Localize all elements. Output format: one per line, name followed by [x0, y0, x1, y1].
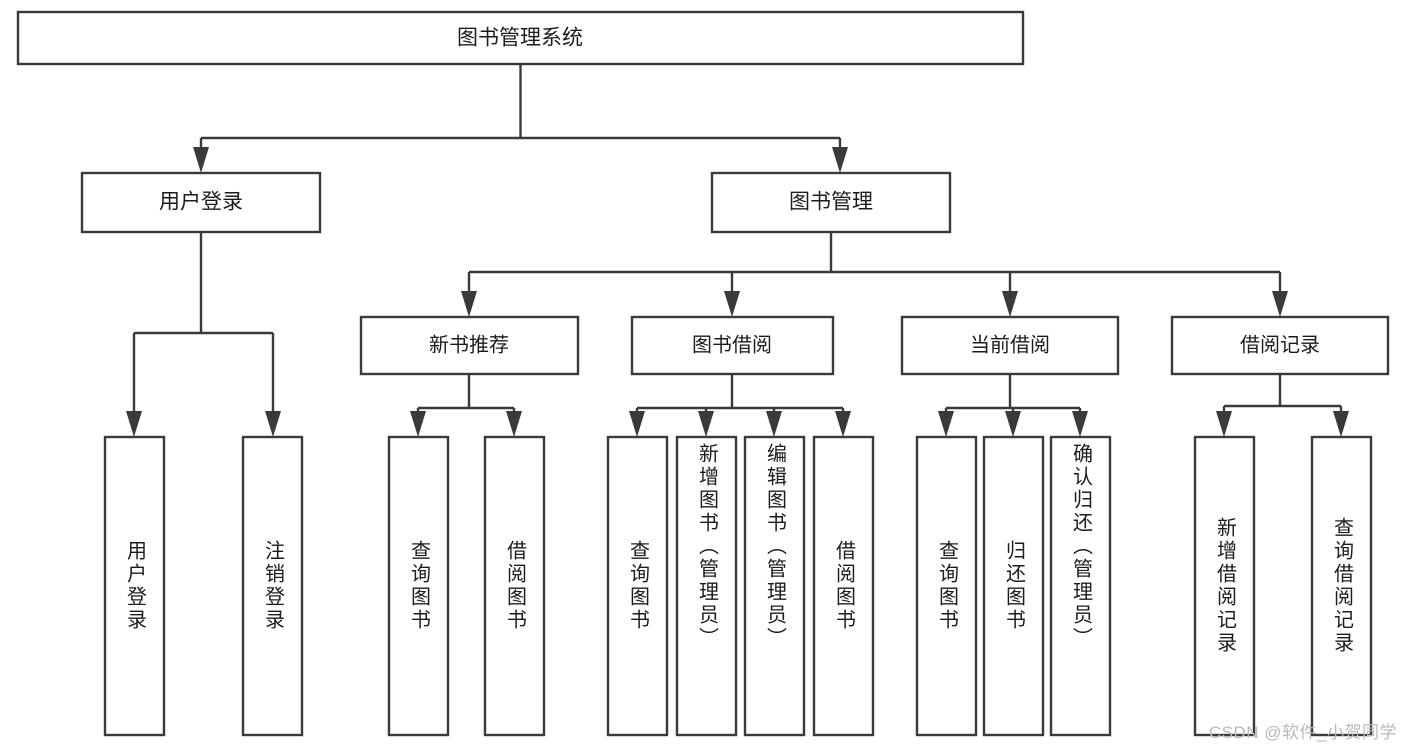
leaf-box-query-book-2[interactable]: [606, 435, 669, 737]
watermark-text: CSDN @软件_小贺同学: [1208, 723, 1397, 742]
connector-bookmanage-to-level3: [461, 232, 1288, 317]
connector-newbook-to-leaves: [410, 374, 522, 437]
node-root[interactable]: 图书管理系统: [16, 10, 1025, 66]
node-current-borrow-label: 当前借阅: [970, 333, 1050, 356]
leaf-box-edit-book[interactable]: [743, 435, 806, 737]
node-book-manage[interactable]: 图书管理: [710, 171, 952, 234]
node-new-book-recommend[interactable]: 新书推荐: [359, 315, 580, 376]
connector-userlogin-to-leaves: [126, 232, 281, 437]
node-borrow-record-label: 借阅记录: [1240, 333, 1320, 356]
leaf-box-add-borrow-record[interactable]: [1193, 435, 1256, 737]
leaf-box-borrow-book-1[interactable]: [483, 435, 546, 737]
leaf-box-borrow-book-2[interactable]: [812, 435, 875, 737]
node-user-login[interactable]: 用户登录: [80, 171, 322, 234]
node-book-borrow-label: 图书借阅: [692, 333, 772, 356]
node-current-borrow[interactable]: 当前借阅: [900, 315, 1120, 376]
leaf-box-add-book[interactable]: [675, 435, 738, 737]
connector-borrowrecord-to-leaves: [1216, 374, 1349, 437]
leaf-box-confirm-return[interactable]: [1049, 435, 1112, 737]
connector-bookborrow-to-leaves: [629, 374, 851, 437]
leaf-box-query-book-3[interactable]: [915, 435, 978, 737]
leaf-box-user-login[interactable]: [103, 435, 166, 737]
connector-root-to-level2: [193, 64, 848, 173]
leaf-box-logout[interactable]: [241, 435, 304, 737]
leaf-box-return-book[interactable]: [982, 435, 1045, 737]
node-book-borrow[interactable]: 图书借阅: [630, 315, 835, 376]
node-user-login-label: 用户登录: [159, 191, 243, 214]
leaf-box-query-book-1[interactable]: [387, 435, 450, 737]
node-root-label: 图书管理系统: [457, 27, 583, 50]
node-book-manage-label: 图书管理: [789, 191, 873, 214]
leaf-boxes: [103, 435, 1373, 737]
node-new-book-recommend-label: 新书推荐: [429, 333, 509, 356]
connector-currentborrow-to-leaves: [938, 374, 1088, 437]
node-borrow-record[interactable]: 借阅记录: [1170, 315, 1390, 376]
leaf-box-query-borrow-record[interactable]: [1310, 435, 1373, 737]
